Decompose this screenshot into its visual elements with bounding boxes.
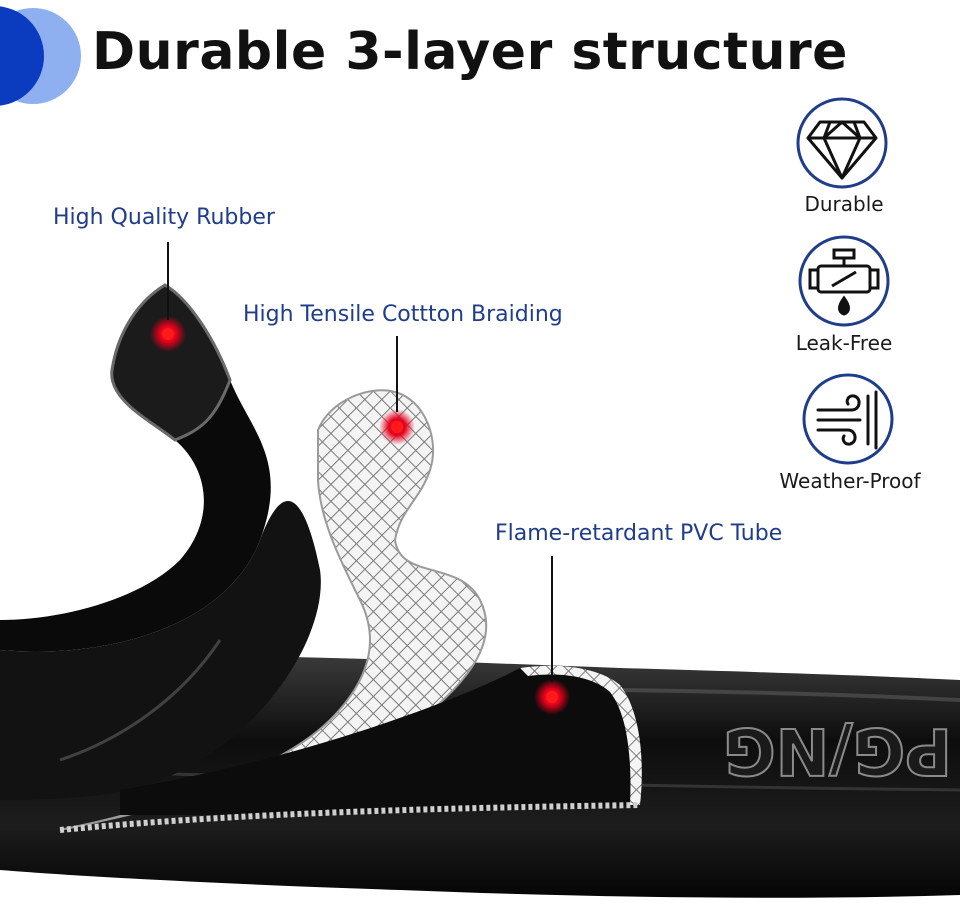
wind-icon	[816, 390, 878, 450]
feature-label-durable: Durable	[804, 192, 884, 216]
valve-drop-icon	[808, 248, 880, 316]
callout-braiding: High Tensile Cottton Braiding	[243, 302, 563, 327]
page-title: Durable 3-layer structure	[92, 22, 848, 82]
feature-label-leak-free: Leak-Free	[795, 331, 893, 355]
callout-leaders	[167, 242, 553, 682]
header-decoration	[0, 6, 81, 106]
callout-rubber: High Quality Rubber	[53, 205, 275, 230]
feature-icons	[796, 97, 894, 465]
rubber-layer	[0, 283, 321, 800]
callout-pvc: Flame-retardant PVC Tube	[495, 521, 783, 546]
feature-label-weather-proof: Weather-Proof	[779, 469, 921, 493]
diamond-icon	[806, 120, 878, 180]
hose-emboss-text: PG/NG	[723, 713, 952, 787]
pvc-layer	[59, 665, 642, 833]
